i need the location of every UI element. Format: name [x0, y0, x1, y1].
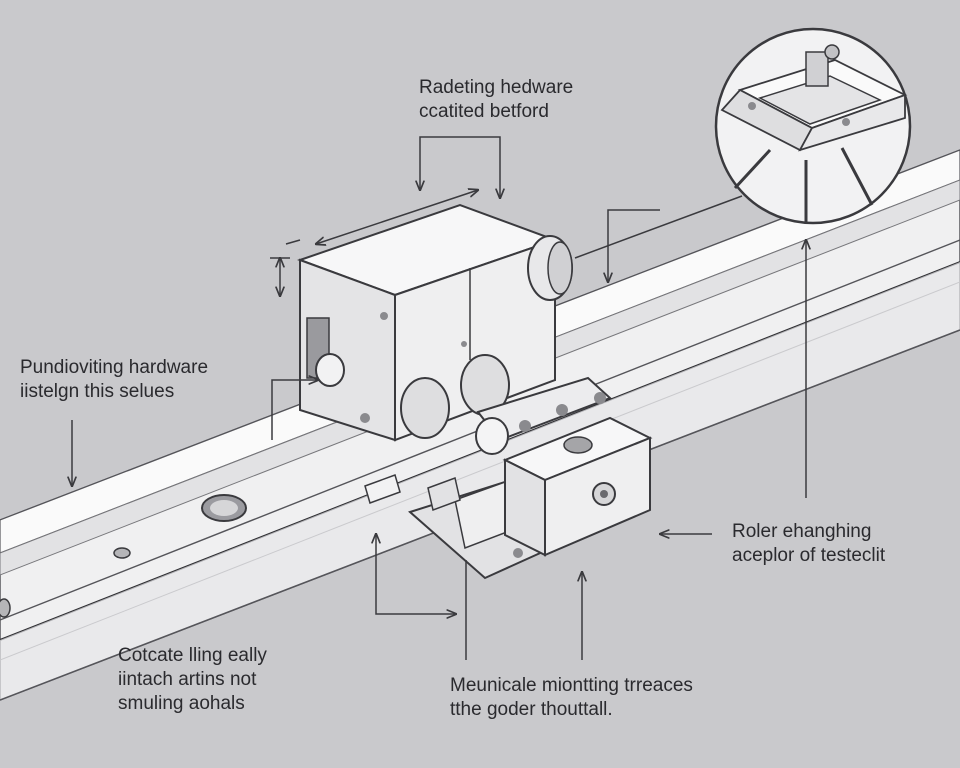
right-label: Roler ehanghing aceplor of testeclit	[732, 520, 885, 568]
bottom-label-leader	[376, 534, 582, 660]
rail-screw	[0, 598, 11, 618]
rail-screw	[113, 547, 131, 559]
bottom-left-label-line: smuling aohals	[118, 693, 245, 714]
roller-axle-assembly	[475, 376, 612, 455]
bottom-center-label: Meunicale miontting trreaces tthe goder …	[450, 674, 693, 722]
roller-wheel	[315, 353, 510, 439]
left-label-line: Pundioviting hardware	[20, 357, 209, 378]
bottom-left-label-line: Cotcate lling eally	[118, 645, 267, 666]
bottom-left-label-line: iintach artins not	[118, 669, 257, 690]
rail-mounting-hole	[201, 494, 247, 522]
rail-clamp	[364, 474, 461, 512]
inset-leader	[574, 195, 806, 498]
left-label-line: iistelgn this selues	[20, 381, 175, 402]
top-label-line: ccatited betford	[419, 101, 549, 122]
side-roller	[527, 235, 573, 301]
top-label: Radeting hedware ccatited betford	[419, 76, 573, 124]
bearing-block	[502, 416, 653, 557]
top-label-line: Radeting hedware	[419, 77, 574, 98]
left-label: Pundioviting hardware iistelgn this selu…	[20, 356, 208, 404]
bottom-center-label-line: tthe goder thouttall.	[450, 699, 613, 720]
bottom-left-label: Cotcate lling eally iintach artins not s…	[118, 644, 267, 716]
left-label-leader	[72, 380, 318, 486]
detail-inset	[714, 27, 912, 225]
right-label-line: aceplor of testeclit	[732, 545, 886, 566]
right-label-line: Roler ehanghing	[732, 521, 872, 542]
top-label-leader	[420, 136, 500, 198]
bottom-center-label-line: Meunicale miontting trreaces	[450, 675, 693, 696]
